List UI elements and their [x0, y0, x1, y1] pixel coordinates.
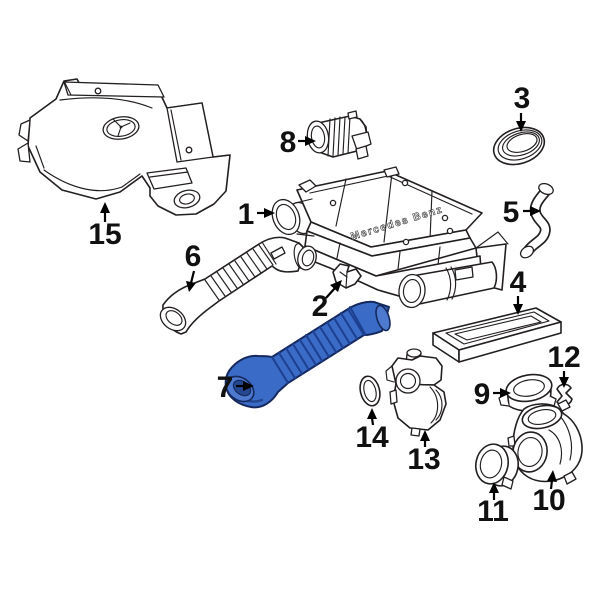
- callout-4-label[interactable]: 4: [510, 266, 527, 299]
- callout-1-arrow: [257, 208, 275, 218]
- callout-2-arrow: [325, 280, 342, 299]
- part-5-breather-hose[interactable]: [518, 182, 554, 261]
- part-7-intake-duct-highlighted[interactable]: [221, 300, 392, 409]
- callout-2[interactable]: 2: [312, 280, 342, 323]
- part-13-throttle-body[interactable]: [385, 348, 447, 437]
- part-10-resonator-housing[interactable]: [507, 399, 583, 485]
- callout-14[interactable]: 14: [355, 408, 389, 454]
- callout-12-arrow: [559, 371, 569, 388]
- callout-15-arrow: [100, 202, 110, 222]
- callout-12-label[interactable]: 12: [547, 341, 580, 374]
- callout-13-arrow: [420, 430, 430, 447]
- callout-11-label[interactable]: 11: [477, 495, 509, 528]
- callout-1-label[interactable]: 1: [238, 198, 255, 231]
- part-11-clamp-ring[interactable]: [472, 441, 522, 490]
- part-15-engine-cover[interactable]: [17, 78, 231, 216]
- callout-3-label[interactable]: 3: [514, 82, 531, 115]
- callout-7-arrow: [236, 381, 254, 391]
- callout-3-arrow: [516, 113, 526, 132]
- callout-2-label[interactable]: 2: [312, 290, 329, 323]
- callout-5[interactable]: 5: [503, 196, 541, 229]
- callout-8[interactable]: 8: [280, 126, 316, 159]
- callout-7[interactable]: 7: [217, 371, 254, 404]
- callout-3[interactable]: 3: [514, 82, 531, 132]
- callout-9-arrow: [493, 388, 511, 398]
- mercedes-star-logo: [102, 116, 140, 140]
- callout-10-label[interactable]: 10: [532, 484, 565, 517]
- callout-7-label[interactable]: 7: [217, 371, 234, 404]
- callout-6[interactable]: 6: [185, 240, 202, 292]
- part-14-o-ring-seal[interactable]: [357, 374, 383, 408]
- callout-6-label[interactable]: 6: [185, 240, 202, 273]
- callout-4-arrow: [513, 296, 523, 315]
- callout-9-label[interactable]: 9: [474, 378, 491, 411]
- callout-11-arrow: [489, 482, 499, 500]
- callout-10-arrow: [547, 470, 557, 490]
- callout-11[interactable]: 11: [477, 482, 509, 528]
- callout-15[interactable]: 15: [88, 202, 122, 251]
- callout-14-label[interactable]: 14: [355, 421, 389, 454]
- callout-4[interactable]: 4: [510, 266, 527, 315]
- callout-13[interactable]: 13: [407, 430, 441, 476]
- part-4-air-filter-element[interactable]: [432, 307, 562, 363]
- part-6-intake-duct[interactable]: [156, 236, 308, 335]
- callout-1[interactable]: 1: [238, 198, 275, 231]
- callout-5-arrow: [523, 206, 541, 216]
- callout-15-label[interactable]: 15: [88, 218, 121, 251]
- callout-8-label[interactable]: 8: [280, 126, 297, 159]
- callout-5-label[interactable]: 5: [503, 196, 520, 229]
- callout-9[interactable]: 9: [474, 378, 511, 411]
- callout-6-arrow: [186, 270, 196, 292]
- callout-13-label[interactable]: 13: [407, 443, 440, 476]
- part-8-mass-air-flow-sensor[interactable]: [305, 110, 372, 160]
- callout-10[interactable]: 10: [532, 470, 566, 517]
- callout-14-arrow: [367, 408, 377, 426]
- part-1-air-cleaner-assembly[interactable]: Mercedes Benz: [267, 166, 509, 309]
- callout-8-arrow: [298, 136, 316, 146]
- part-3-sealing-ring[interactable]: [489, 121, 549, 170]
- callout-12[interactable]: 12: [547, 341, 581, 388]
